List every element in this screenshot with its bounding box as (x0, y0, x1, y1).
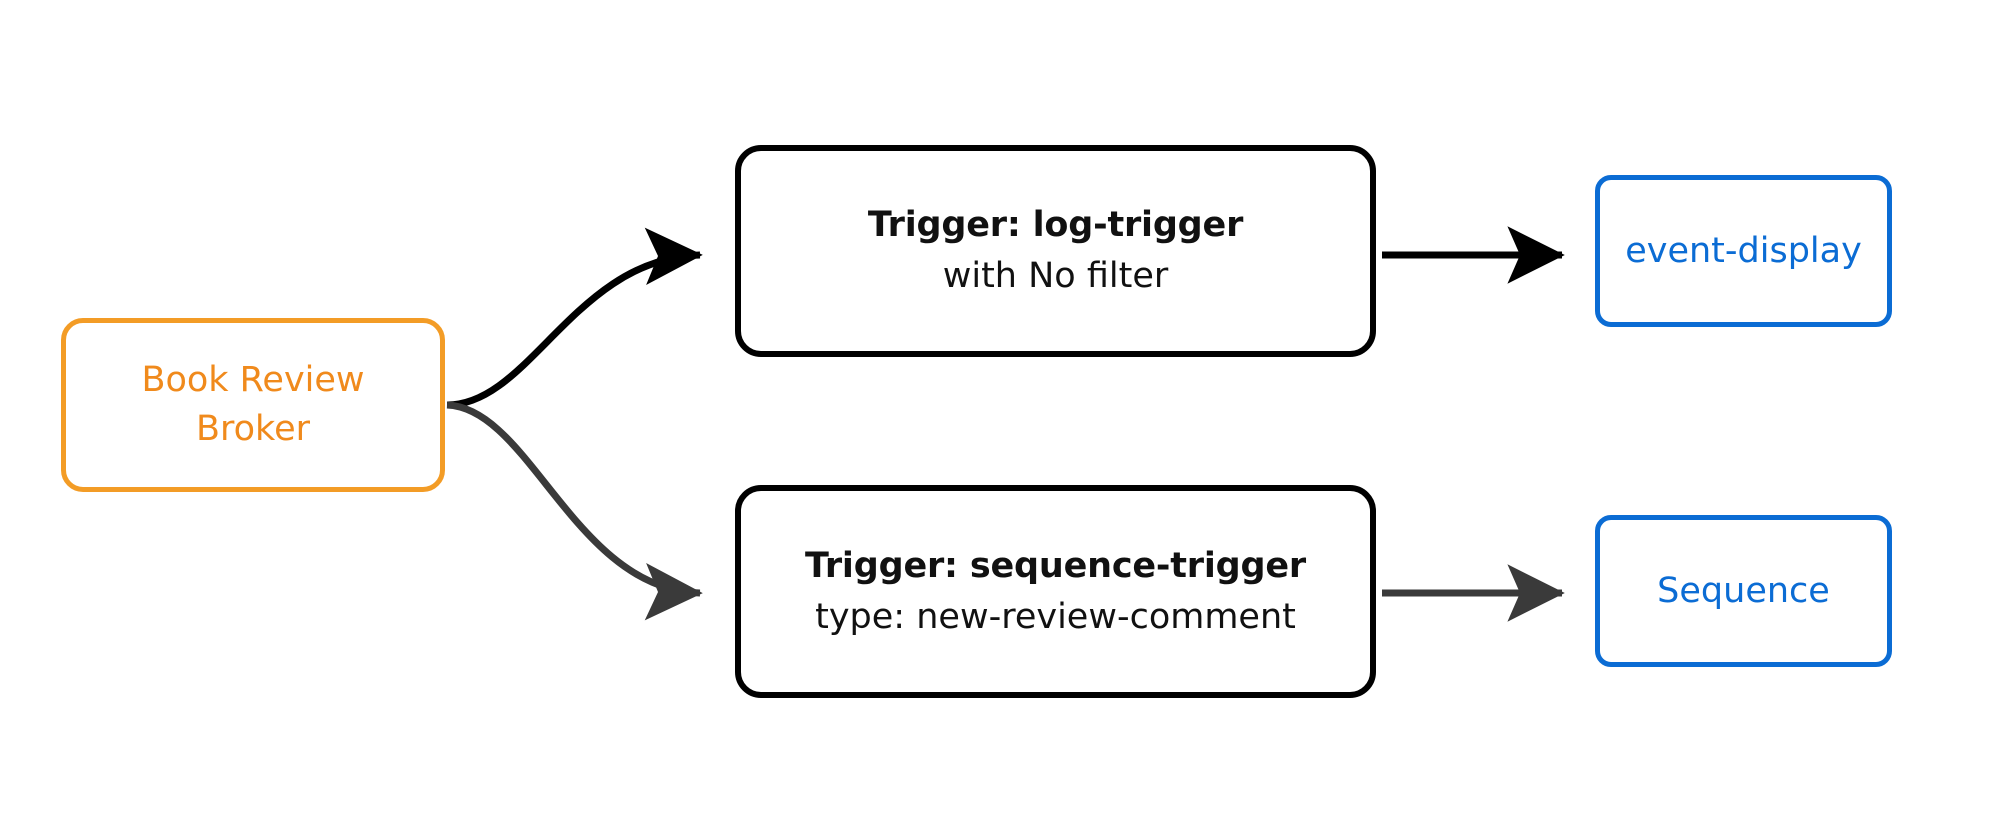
node-log-trigger[interactable]: Trigger: log-trigger with No filter (735, 145, 1376, 357)
event-display-label: event-display (1625, 230, 1862, 271)
sequence-trigger-subtitle: type: new-review-comment (815, 596, 1296, 637)
node-book-review-broker[interactable]: Book Review Broker (61, 318, 445, 492)
node-sequence-trigger[interactable]: Trigger: sequence-trigger type: new-revi… (735, 485, 1376, 698)
node-sequence[interactable]: Sequence (1595, 515, 1892, 667)
node-event-display[interactable]: event-display (1595, 175, 1892, 327)
edge-broker-to-log-trigger (446, 227, 703, 409)
broker-label-line1: Book Review (141, 360, 365, 401)
sequence-label: Sequence (1657, 570, 1830, 611)
log-trigger-title: Trigger: log-trigger (867, 205, 1244, 246)
log-trigger-subtitle: with No filter (942, 256, 1169, 296)
sequence-trigger-title: Trigger: sequence-trigger (805, 545, 1306, 586)
edge-broker-to-sequence-trigger (446, 401, 703, 621)
broker-label-line2: Broker (196, 409, 310, 449)
